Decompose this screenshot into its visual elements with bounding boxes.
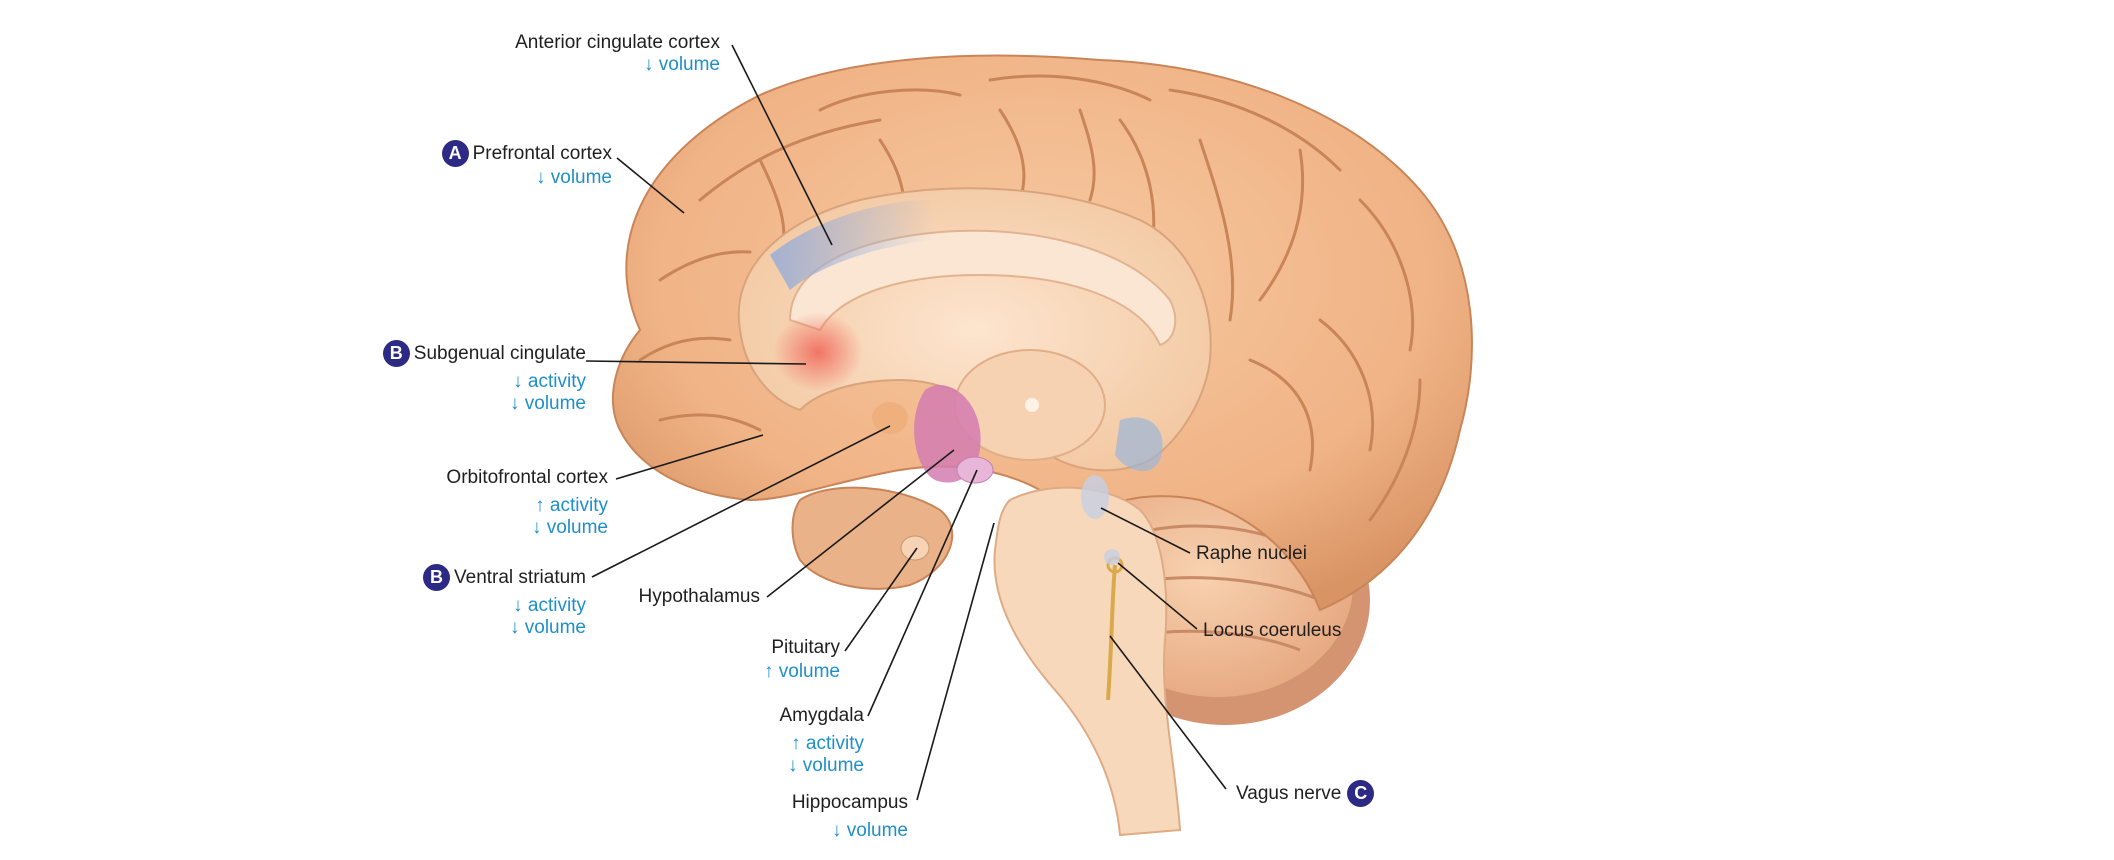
orbitofrontal-cortex-name: Orbitofrontal cortex — [446, 467, 608, 488]
hypothalamus-name: Hypothalamus — [638, 586, 760, 607]
badge-b-striatum: B — [423, 564, 450, 591]
ventral-striatum-name: Ventral striatum — [454, 566, 586, 588]
amygdala-effect-activity: ↑ activity — [791, 733, 864, 755]
label-raphe-nuclei: Raphe nuclei — [1196, 543, 1307, 565]
prefrontal-cortex-effect: ↓ volume — [535, 167, 612, 188]
subgenual-cingulate-effect-activity: ↓ activity — [513, 371, 586, 392]
ventral-striatum-effect-volume: ↓ volume — [509, 617, 586, 638]
anterior-cingulate-name: Anterior cingulate cortex — [515, 32, 720, 53]
vagus-nerve-name: Vagus nerve — [1236, 782, 1342, 804]
label-hippocampus: Hippocampus ↓ volume — [700, 792, 908, 842]
label-hypothalamus: Hypothalamus — [560, 586, 760, 608]
label-amygdala: Amygdala ↑ activity ↓ volume — [690, 705, 865, 777]
subgenual-cingulate-name: Subgenual cingulate — [413, 342, 586, 364]
label-anterior-cingulate: Anterior cingulate cortex ↓ volume — [460, 32, 720, 76]
leader-lines — [585, 44, 1227, 801]
ventral-striatum-effect-activity: ↓ activity — [513, 595, 586, 616]
badge-b-subgenual: B — [382, 340, 410, 367]
badge-a: A — [441, 140, 469, 167]
brainstem — [993, 475, 1182, 837]
pituitary-effect: ↑ volume — [763, 661, 840, 683]
label-pituitary: Pituitary ↑ volume — [680, 637, 840, 683]
raphe-nuclei-name: Raphe nuclei — [1196, 543, 1307, 564]
amygdala-name: Amygdala — [779, 705, 865, 726]
label-orbitofrontal-cortex: Orbitofrontal cortex ↑ activity ↓ volume — [340, 467, 608, 539]
orbitofrontal-cortex-effect-volume: ↓ volume — [531, 517, 608, 539]
orbitofrontal-cortex-effect-activity: ↑ activity — [535, 495, 608, 517]
prefrontal-cortex-name: Prefrontal cortex — [472, 142, 612, 164]
locus-coeruleus-name: Locus coeruleus — [1203, 620, 1342, 641]
medial-surface — [737, 187, 1212, 484]
badge-c: C — [1347, 780, 1375, 807]
amygdala-effect-volume: ↓ volume — [787, 755, 864, 777]
subgenual-cingulate-effect-volume: ↓ volume — [509, 393, 586, 414]
pituitary-name: Pituitary — [771, 637, 840, 658]
hippocampus-effect: ↓ volume — [831, 820, 908, 842]
anterior-cingulate-effect: ↓ volume — [643, 54, 720, 76]
temporal-lobe — [791, 486, 954, 590]
label-locus-coeruleus: Locus coeruleus — [1203, 620, 1341, 642]
hippocampus-name: Hippocampus — [791, 792, 908, 813]
